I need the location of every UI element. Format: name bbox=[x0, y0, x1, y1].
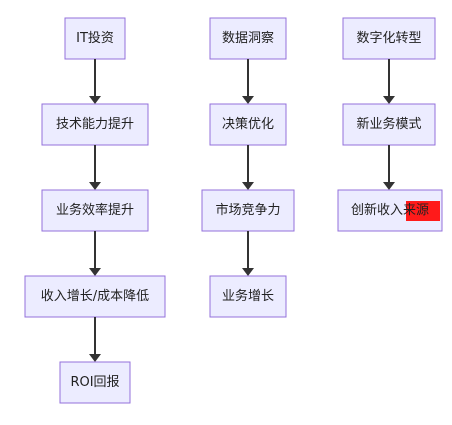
arrow-3-2 bbox=[383, 182, 395, 190]
node-tech-capability-box bbox=[41, 103, 149, 146]
node-business-efficiency: 业务效率提升 bbox=[56, 202, 134, 218]
arrow-3-1 bbox=[383, 96, 395, 104]
column-data-insight: 数据洞察 决策优化 市场竞争力 业务增长 bbox=[201, 17, 295, 318]
node-digital-transformation-box bbox=[342, 17, 436, 60]
node-business-efficiency-box bbox=[41, 189, 149, 232]
node-roi: ROI回报 bbox=[70, 375, 119, 390]
arrow-1-4 bbox=[89, 354, 101, 362]
arrow-1-1 bbox=[89, 96, 101, 104]
node-decision-optimization: 决策优化 bbox=[222, 116, 274, 132]
node-revenue-cost: 收入增长/成本降低 bbox=[41, 289, 149, 304]
node-innovation-revenue: 创新收入来源 bbox=[351, 202, 429, 218]
node-data-insight-box bbox=[209, 17, 287, 60]
node-market-competitiveness: 市场竞争力 bbox=[215, 202, 280, 218]
node-it-investment: IT投资 bbox=[76, 30, 114, 46]
arrow-2-1 bbox=[242, 96, 254, 104]
text-highlight bbox=[406, 201, 440, 221]
column-it-investment: IT投资 技术能力提升 业务效率提升 收入增长/成本降低 ROI回报 bbox=[24, 17, 166, 404]
node-market-competitiveness-box bbox=[201, 189, 295, 232]
arrow-2-2 bbox=[242, 182, 254, 190]
arrow-1-2 bbox=[89, 182, 101, 190]
arrow-2-3 bbox=[242, 268, 254, 276]
node-new-business-model: 新业务模式 bbox=[356, 116, 421, 132]
node-business-growth-box bbox=[209, 275, 287, 318]
node-tech-capability: 技术能力提升 bbox=[56, 116, 134, 132]
node-digital-transformation: 数字化转型 bbox=[356, 31, 421, 46]
node-it-investment-box bbox=[64, 17, 126, 60]
arrow-1-3 bbox=[89, 268, 101, 276]
column-digital-transformation: 数字化转型 新业务模式 创新收入来源 bbox=[337, 17, 443, 232]
node-new-business-model-box bbox=[342, 103, 436, 146]
node-data-insight: 数据洞察 bbox=[222, 31, 274, 46]
node-roi-box bbox=[59, 361, 131, 404]
node-business-growth: 业务增长 bbox=[222, 288, 274, 304]
node-decision-optimization-box bbox=[209, 103, 287, 146]
